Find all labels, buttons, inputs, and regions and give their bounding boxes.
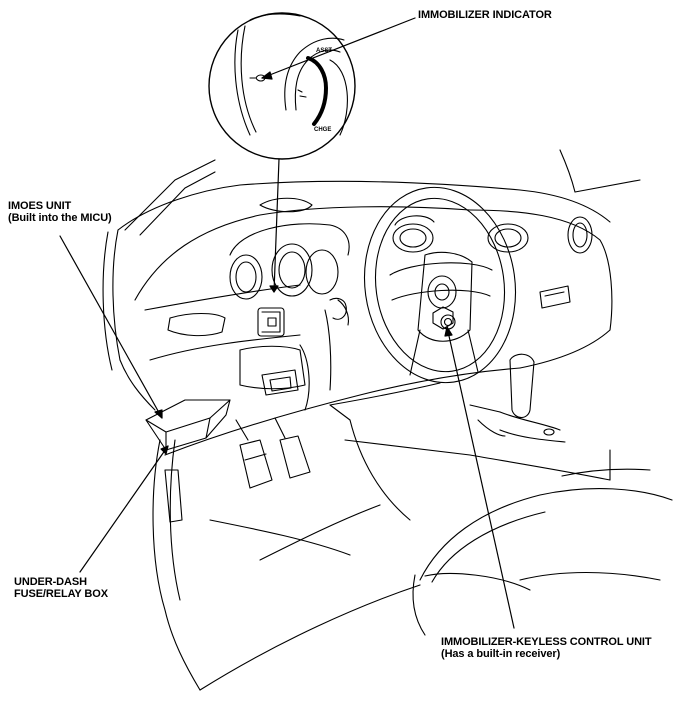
gauge-bottom-mark: CHGE (314, 127, 331, 133)
under-dash-title: UNDER-DASH (14, 576, 87, 588)
pedals (235, 417, 311, 489)
right-dash-vents (392, 215, 593, 309)
keyless-control-unit-subtitle: (Has a built-in receiver) (441, 648, 561, 660)
floor-lines (199, 404, 421, 691)
instrument-cluster (229, 197, 350, 300)
under-dash-subtitle: FUSE/RELAY BOX (14, 588, 108, 600)
under-dash-fuse-box-label: UNDER-DASH FUSE/RELAY BOX (14, 576, 108, 600)
immobilizer-indicator-text: IMMOBILIZER INDICATOR (418, 9, 552, 21)
immobilizer-indicator-label: IMMOBILIZER INDICATOR (418, 9, 552, 21)
keyless-control-unit-label: IMMOBILIZER-KEYLESS CONTROL UNIT (Has a … (441, 636, 652, 660)
gear-shifter (469, 353, 566, 443)
ignition-key (432, 306, 456, 330)
imoes-unit-label: IMOES UNIT (Built into the MICU) (8, 200, 112, 224)
steering-wheel (363, 186, 517, 384)
callout-lines (59, 17, 515, 629)
keyless-control-unit-title: IMMOBILIZER-KEYLESS CONTROL UNIT (441, 636, 652, 648)
center-console (167, 297, 349, 411)
under-dash-fuse-box (145, 399, 231, 451)
gauge-top-mark: ASST (316, 48, 332, 54)
zoom-circle: ASST CHGE (208, 12, 356, 160)
imoes-unit-title: IMOES UNIT (8, 200, 72, 212)
a-pillar (124, 159, 216, 691)
dashboard-outline (102, 149, 641, 456)
imoes-unit-subtitle: (Built into the MICU) (8, 212, 112, 224)
